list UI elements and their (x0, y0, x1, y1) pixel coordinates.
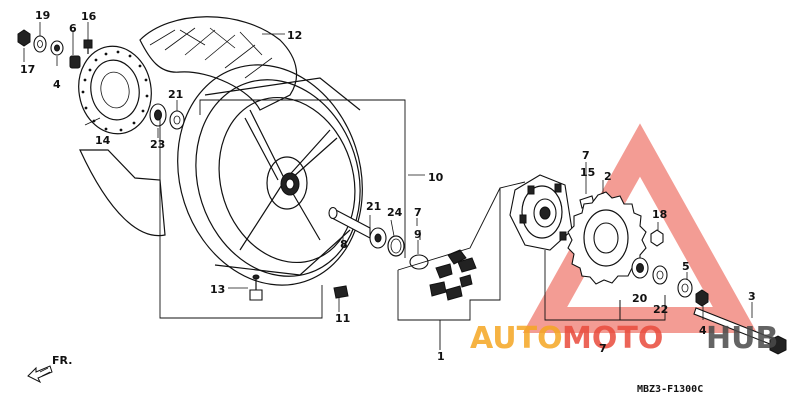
brake-disc (78, 45, 152, 135)
callout-3: 3 (748, 290, 756, 303)
nut-4-right (695, 289, 709, 307)
bearing-23 (149, 103, 167, 127)
tire (139, 16, 298, 111)
callout-4-right: 4 (699, 324, 707, 337)
callout-labels: 19 17 4 6 16 14 12 21 23 10 21 24 8 7 9 … (20, 9, 756, 363)
callout-14: 14 (95, 134, 111, 147)
callout-6: 6 (69, 22, 77, 35)
flange-nut-6 (69, 55, 81, 69)
callout-10: 10 (428, 171, 444, 184)
balance-weight-11 (333, 285, 349, 299)
wheel-rim (177, 64, 363, 286)
distance-collar-8 (328, 206, 371, 239)
callout-7-bottom: 7 (599, 342, 607, 355)
callout-23: 23 (150, 138, 165, 151)
callout-2: 2 (604, 170, 612, 183)
callout-7-top: 7 (582, 149, 590, 162)
front-direction-arrow: FR. (27, 354, 72, 384)
damper-9 (409, 254, 429, 270)
callout-1: 1 (437, 350, 445, 363)
callout-5: 5 (682, 260, 690, 273)
watermark-text-auto: AUTO (470, 321, 563, 356)
bearing-20 (631, 257, 649, 279)
mudguard (79, 149, 166, 237)
collar-5 (677, 278, 693, 298)
seal-24 (387, 235, 405, 257)
callout-8: 8 (340, 238, 348, 251)
driven-flange (509, 174, 573, 251)
seal-22 (652, 265, 668, 285)
leader-lines (23, 22, 753, 320)
watermark-logo: AUTO MOTO HUB (470, 321, 778, 356)
callout-11: 11 (335, 312, 350, 325)
callout-20: 20 (632, 292, 648, 305)
callout-19: 19 (35, 9, 50, 22)
callout-4-left: 4 (53, 78, 61, 91)
callout-15: 15 (580, 166, 595, 179)
callout-frames (159, 99, 666, 350)
bolt-16 (83, 39, 93, 54)
sprocket-2 (567, 191, 647, 285)
bearing-21-upper (169, 110, 185, 130)
callout-17: 17 (20, 63, 35, 76)
callout-21-upper: 21 (168, 88, 183, 101)
callout-18: 18 (652, 208, 667, 221)
watermark-text-hub: HUB (706, 321, 778, 356)
callout-13: 13 (210, 283, 225, 296)
callout-24: 24 (387, 206, 403, 219)
bearing-21-lower (369, 227, 387, 249)
callout-9: 9 (414, 228, 422, 241)
front-label: FR. (52, 354, 72, 367)
axle-3 (693, 307, 787, 355)
damper-rubbers (429, 249, 477, 301)
watermark-text-moto: MOTO (562, 321, 663, 356)
valve-13 (249, 274, 263, 301)
callout-12: 12 (287, 29, 302, 42)
callout-16: 16 (81, 10, 97, 23)
collar-4 (50, 40, 64, 56)
callout-7-left: 7 (414, 206, 422, 219)
nut-17 (17, 29, 31, 47)
diagram-code: MBZ3-F1300C (637, 384, 703, 395)
callout-21-lower: 21 (366, 200, 381, 213)
callout-22: 22 (653, 303, 668, 316)
nut-18 (650, 229, 664, 247)
washer-19 (33, 35, 47, 53)
